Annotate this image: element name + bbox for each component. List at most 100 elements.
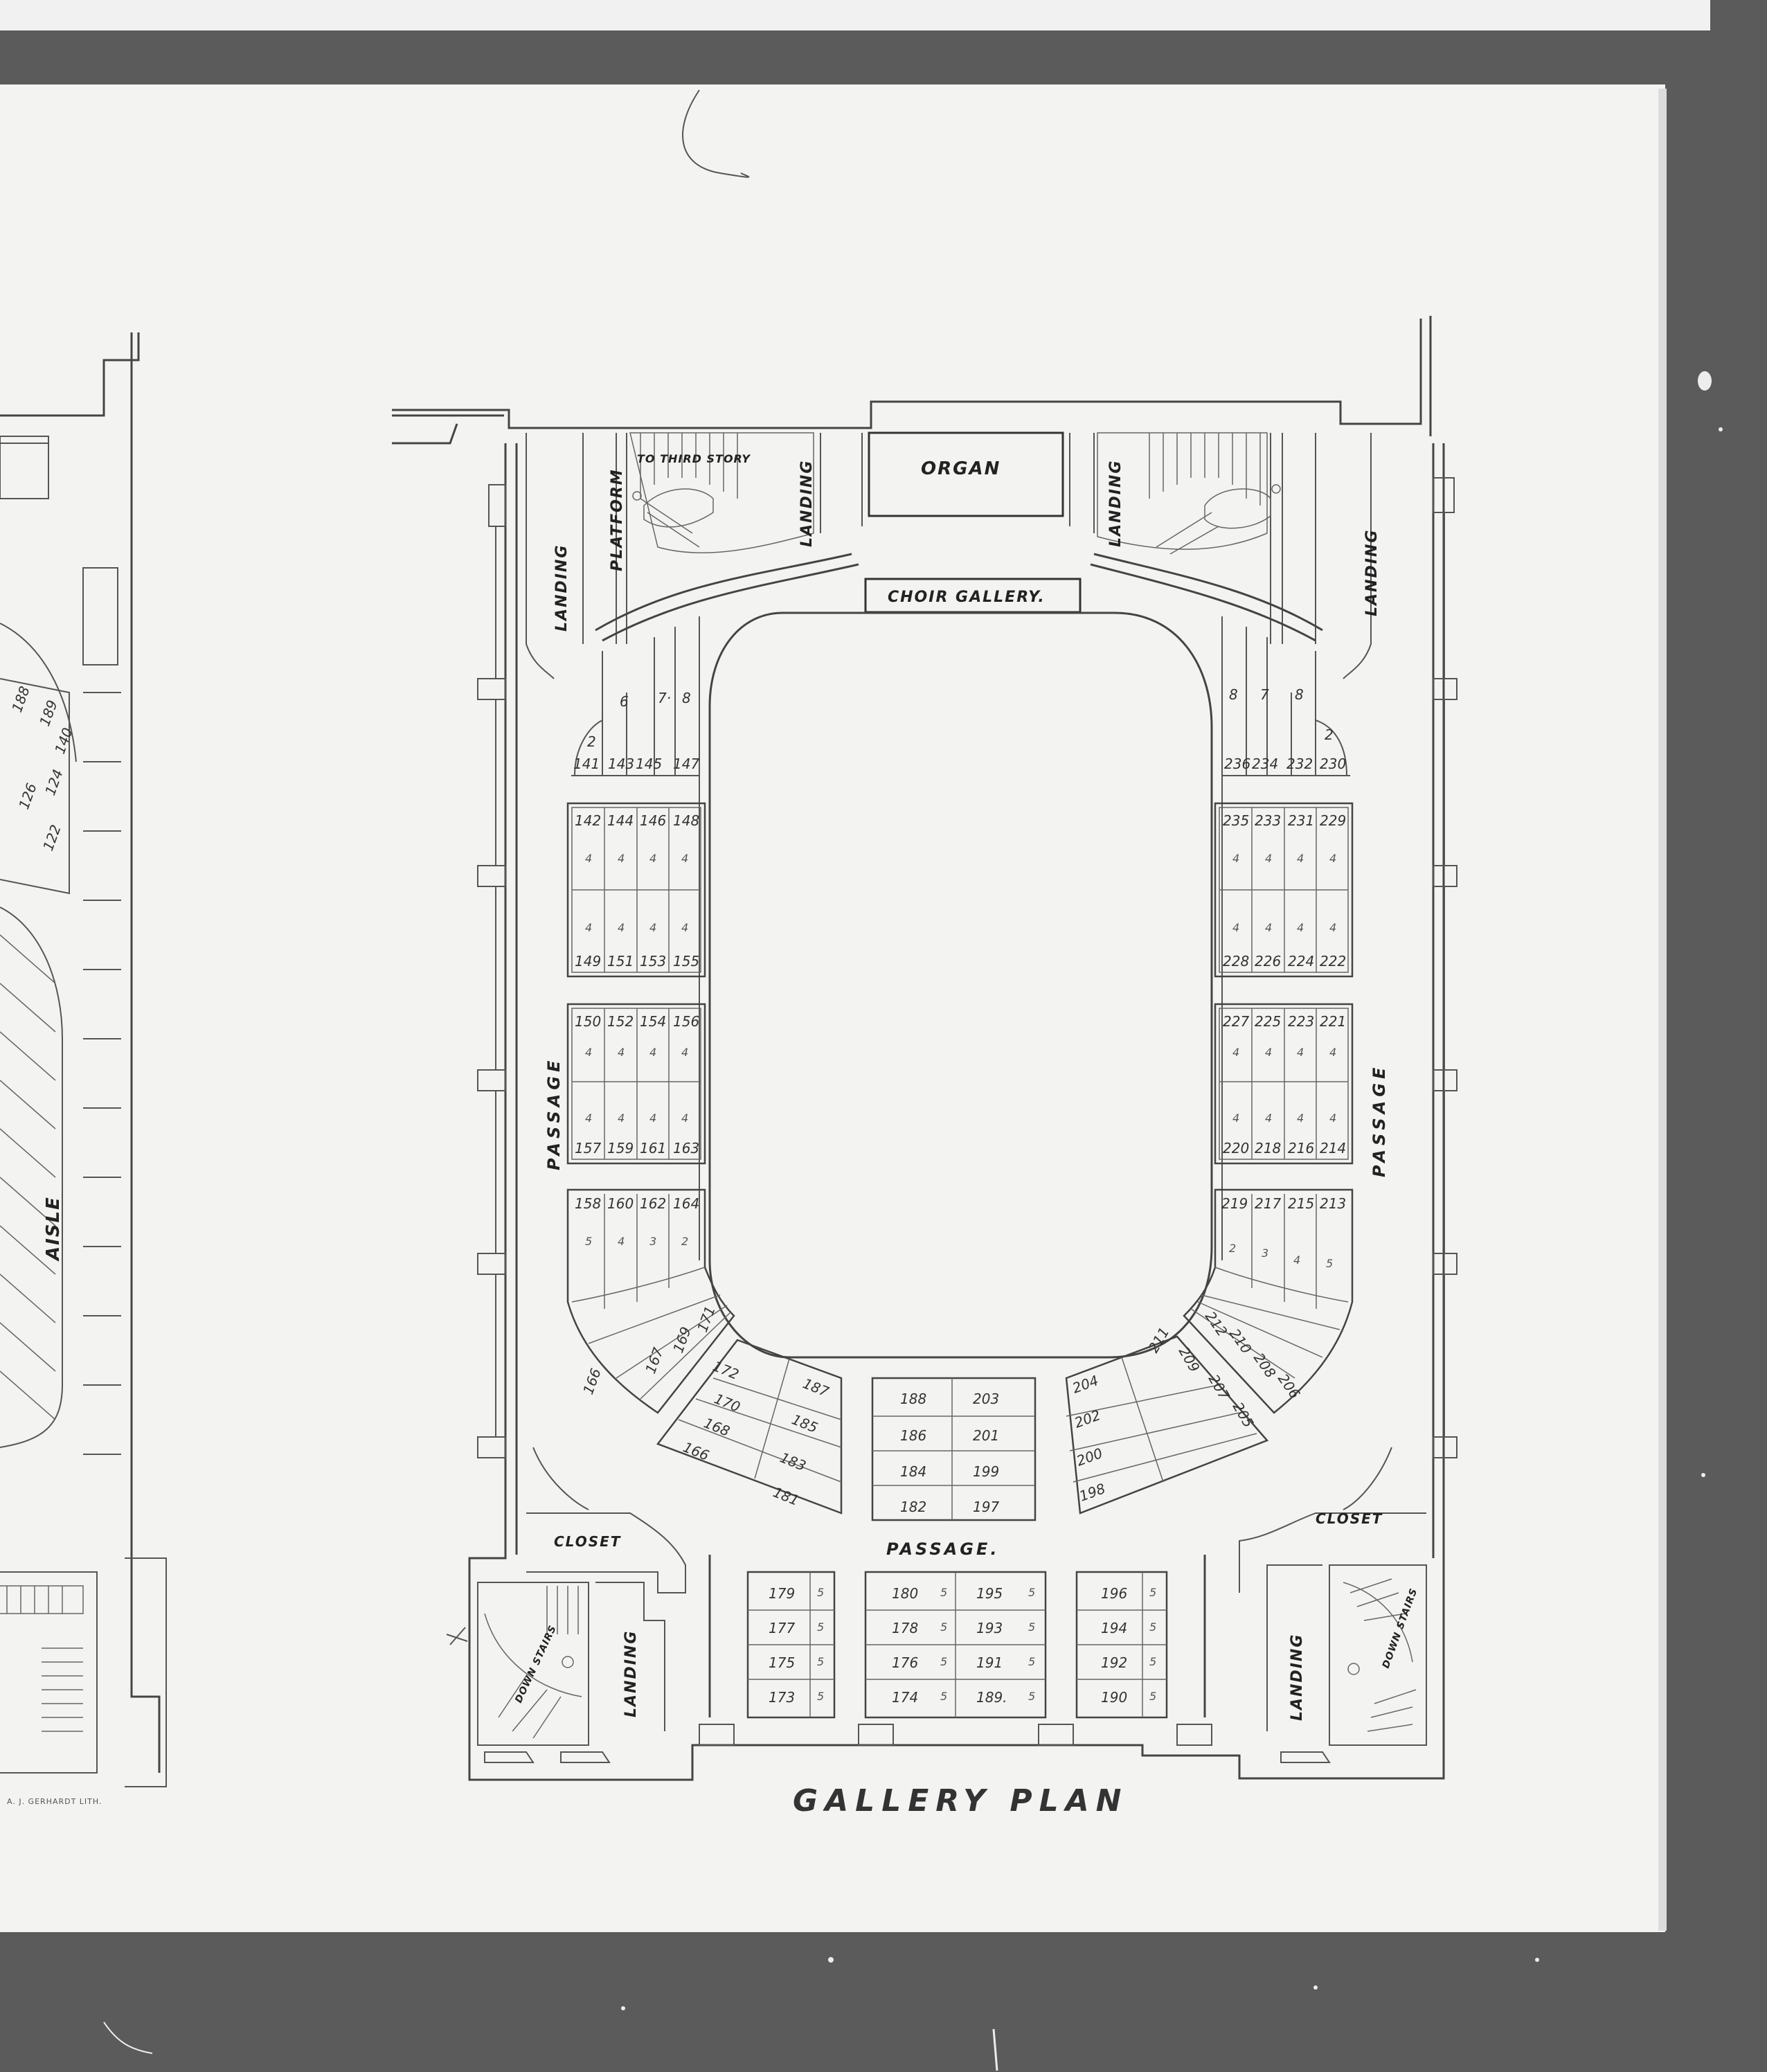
- row-count: 8: [1295, 686, 1304, 703]
- seat-count: 5: [1028, 1655, 1035, 1668]
- box-number: 177: [769, 1620, 795, 1636]
- box-number: 156: [673, 1013, 699, 1030]
- box-number: 196: [1101, 1585, 1127, 1602]
- top-left-stair: [629, 432, 814, 554]
- seat-count: 4: [1232, 1046, 1239, 1059]
- thread-mark: [682, 89, 750, 178]
- box-number: 151: [607, 953, 634, 970]
- passage-label-left: PASSAGE: [544, 1057, 564, 1170]
- seat-count: 4: [649, 921, 656, 934]
- box-number: 162: [640, 1195, 666, 1212]
- seat-count: 4: [1293, 1253, 1300, 1267]
- seat-count: 4: [1265, 1046, 1272, 1059]
- seat-count: 4: [1265, 921, 1272, 934]
- box-number: 153: [640, 953, 666, 970]
- box-group-right-1: 235 233 231 229 4 4 4 4 4 4 4 4 228 226 …: [1214, 802, 1354, 978]
- box-number: 186: [900, 1427, 926, 1444]
- seat-count: 5: [817, 1620, 824, 1634]
- box-number: 219: [1221, 1195, 1248, 1212]
- seat-count: 5: [817, 1655, 824, 1668]
- landing-label-bottom-right: LANDING: [1289, 1634, 1306, 1721]
- lithographer-credit: A. J. GERHARDT LITH.: [7, 1797, 102, 1806]
- seat-count: 4: [585, 1111, 592, 1125]
- box-number: 197: [973, 1499, 999, 1515]
- box-group-left-1: 142 144 146 148 4 4 4 4 4 4 4 4 149 151 …: [566, 802, 706, 978]
- box-number: 233: [1255, 812, 1281, 829]
- seat-count: 5: [940, 1620, 947, 1634]
- seat-count: 4: [681, 852, 688, 865]
- seat-count: 5: [940, 1690, 947, 1703]
- scan-specks: [103, 371, 1723, 2071]
- passage-label-right: PASSAGE: [1370, 1064, 1389, 1177]
- plan-sheet-shadow: [1658, 89, 1667, 1931]
- seat-count: 3: [649, 1235, 656, 1248]
- seat-count: 4: [585, 852, 592, 865]
- closet-label-right: CLOSET: [1316, 1510, 1383, 1527]
- seat-count: 4: [1265, 852, 1272, 865]
- box-number: 158: [575, 1195, 601, 1212]
- box-group-rear-center: 180 178 176 174 195 193 191 189. 5 5 5 5…: [864, 1571, 1047, 1719]
- box-number: 164: [673, 1195, 699, 1212]
- box-number: 148: [673, 812, 699, 829]
- top-paper-strip: [0, 0, 1710, 30]
- top-right-stair: [1097, 432, 1281, 555]
- seat-count: 4: [649, 852, 656, 865]
- row-count: 8: [1229, 686, 1238, 703]
- choir-gallery-label: CHOIR GALLERY.: [888, 589, 1046, 606]
- box-number: 150: [575, 1013, 601, 1030]
- box-number: 155: [673, 953, 699, 970]
- seat-count: 4: [649, 1046, 656, 1059]
- seat-count: 4: [649, 1111, 656, 1125]
- row-count: 7·: [658, 690, 671, 706]
- box-number: 144: [607, 812, 634, 829]
- box-number: 142: [575, 812, 601, 829]
- seat-count: 4: [618, 1235, 625, 1248]
- box-number: 146: [640, 812, 666, 829]
- seat-count: 4: [618, 1046, 625, 1059]
- seat-count: 5: [1149, 1620, 1156, 1634]
- seat-count: 2: [681, 1235, 688, 1248]
- box-number: 190: [1101, 1689, 1127, 1706]
- box-number: 189.: [976, 1689, 1007, 1706]
- plan-sheet: [0, 84, 1665, 1932]
- organ-label: ORGAN: [921, 458, 1001, 479]
- seat-count: 4: [681, 921, 688, 934]
- box-number: 191: [976, 1654, 1003, 1671]
- seat-count: 4: [1232, 921, 1239, 934]
- seat-count: 5: [1028, 1620, 1035, 1634]
- box-number: 226: [1255, 953, 1281, 970]
- landing-label-bottom-left: LANDING: [622, 1630, 640, 1717]
- box-number: 147: [673, 756, 699, 772]
- box-group-top-left: [571, 616, 700, 776]
- box-group-left-2: 150 152 154 156 4 4 4 4 4 4 4 4 157 159 …: [566, 1003, 706, 1165]
- left-wall-piers: [477, 484, 506, 1458]
- seat-count: 4: [1297, 921, 1304, 934]
- seat-count: 5: [1149, 1690, 1156, 1703]
- box-number: 161: [640, 1140, 666, 1156]
- seat-count: 5: [1149, 1586, 1156, 1599]
- seat-count: 4: [1232, 852, 1239, 865]
- box-number: 194: [1101, 1620, 1127, 1636]
- seat-count: 5: [940, 1655, 947, 1668]
- seat-count: 5: [585, 1235, 592, 1248]
- seat-count: 4: [1297, 852, 1304, 865]
- box-number: 157: [575, 1140, 601, 1156]
- box-group-center-front: 188 186 184 182 203 201 199 197: [871, 1377, 1037, 1521]
- box-number: 222: [1320, 953, 1346, 970]
- box-number: 227: [1223, 1013, 1249, 1030]
- box-number: 159: [607, 1140, 634, 1156]
- seat-count: 3: [1262, 1247, 1268, 1260]
- box-number: 216: [1288, 1140, 1314, 1156]
- landing-label-top-right-inner: LANDING: [1107, 460, 1124, 547]
- right-wall-piers: [1433, 477, 1457, 1458]
- outer-wall: [392, 319, 1422, 429]
- closet-label-left: CLOSET: [554, 1533, 621, 1550]
- box-number: 143: [608, 756, 634, 772]
- row-count: 7: [1260, 686, 1269, 703]
- gallery-plan: ORGAN CHOIR GALLERY. TO THIRD STORY PLAT…: [392, 316, 1457, 1819]
- seat-count: 4: [618, 1111, 625, 1125]
- box-number: 203: [973, 1391, 999, 1407]
- box-number: 234: [1252, 756, 1278, 772]
- box-number: 176: [892, 1654, 918, 1671]
- box-number: 217: [1255, 1195, 1281, 1212]
